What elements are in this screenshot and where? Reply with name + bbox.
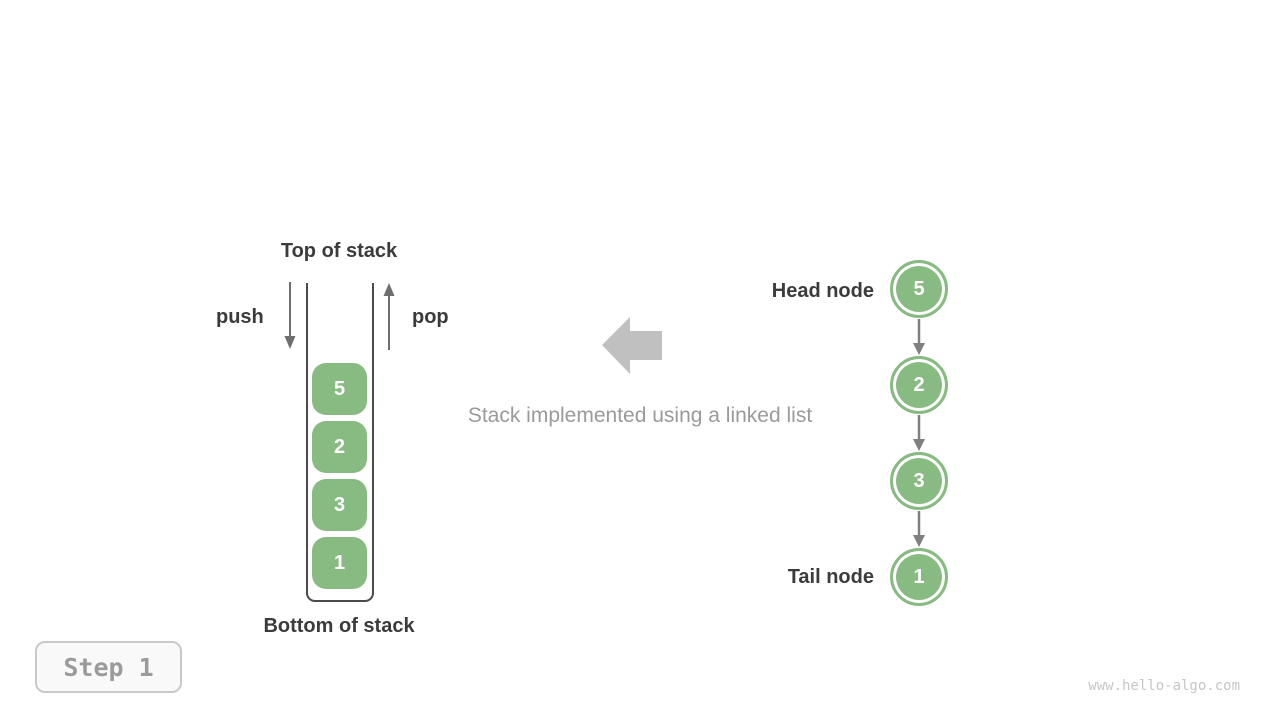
pop-label: pop: [412, 306, 449, 328]
pop-arrow-icon: [383, 283, 395, 350]
diagram-caption: Stack implemented using a linked list: [467, 404, 813, 427]
step-badge: Step 1: [35, 641, 182, 693]
bottom-of-stack-label: Bottom of stack: [263, 615, 415, 637]
head-node-label: Head node: [771, 280, 874, 302]
list-node: 1: [890, 548, 948, 606]
transform-left-arrow-icon: [602, 317, 662, 374]
stack-item: 2: [312, 421, 367, 473]
step-badge-label: Step 1: [63, 652, 154, 682]
list-node: 3: [890, 452, 948, 510]
stack-container: [306, 283, 374, 602]
link-arrow-icon: [913, 415, 925, 451]
stack-item: 3: [312, 479, 367, 531]
push-label: push: [216, 306, 264, 328]
list-node: 5: [890, 260, 948, 318]
stack-item: 5: [312, 363, 367, 415]
tail-node-label: Tail node: [787, 566, 874, 588]
watermark-text: www.hello-algo.com: [1088, 678, 1240, 694]
push-arrow-icon: [284, 282, 296, 349]
top-of-stack-label: Top of stack: [280, 240, 398, 262]
list-node: 2: [890, 356, 948, 414]
link-arrow-icon: [913, 319, 925, 355]
stack-item: 1: [312, 537, 367, 589]
link-arrow-icon: [913, 511, 925, 547]
